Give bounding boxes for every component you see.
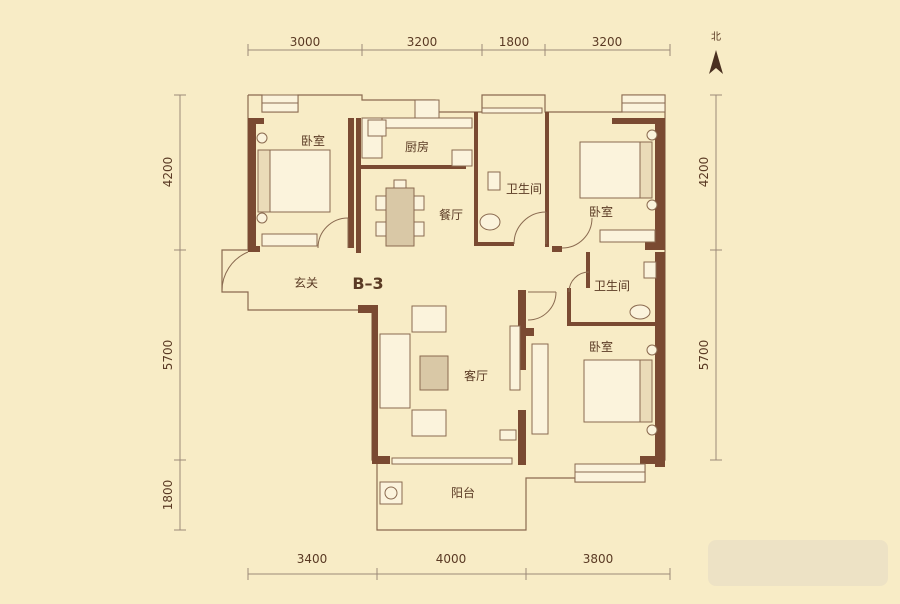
room-bedroom-bottom-right: 卧室	[589, 339, 613, 354]
fridge-icon	[451, 149, 473, 167]
dimension-lines	[174, 44, 722, 580]
room-bedroom-top-left: 卧室	[301, 133, 325, 148]
wardrobe-icon	[599, 229, 656, 243]
dim-left-3: 1800	[161, 480, 175, 511]
window-br	[574, 463, 646, 483]
room-bath-middle: 卫生间	[594, 279, 630, 293]
armchair-icon	[411, 305, 447, 333]
room-balcony: 阳台	[451, 485, 475, 500]
room-entry: 玄关	[294, 275, 318, 290]
north-label: 北	[711, 31, 721, 43]
sofa-icon	[379, 333, 411, 409]
sink-icon	[414, 99, 440, 119]
coffee-table	[419, 355, 449, 391]
walls	[248, 112, 665, 467]
dim-bottom-2: 4000	[436, 552, 467, 566]
doors	[221, 211, 593, 321]
room-bath-top: 卫生间	[506, 182, 542, 196]
dim-bottom-3: 3800	[583, 552, 614, 566]
dimension-labels: 3000 3200 1800 3200 3400 4000 3800 4200 …	[161, 35, 711, 566]
toilet-icon	[487, 171, 501, 191]
room-dining: 餐厅	[439, 207, 463, 222]
windows	[261, 94, 666, 483]
unit-code: B–3	[352, 274, 383, 293]
stove-icon	[367, 119, 387, 137]
furniture	[256, 99, 658, 505]
dim-top-3: 1800	[499, 35, 530, 49]
dim-right-1: 4200	[697, 157, 711, 188]
wardrobe-icon	[531, 343, 549, 435]
dining-table	[385, 187, 415, 247]
room-labels: 卧室 厨房 餐厅 卫生间 卧室 玄关 B–3 卫生间 客厅 卧室 阳台	[294, 133, 630, 500]
dim-bottom-1: 3400	[297, 552, 328, 566]
north-arrow-icon: 北	[709, 31, 723, 74]
dim-left-1: 4200	[161, 157, 175, 188]
room-bedroom-top-right: 卧室	[589, 204, 613, 219]
toilet-icon	[643, 261, 657, 279]
watermark	[708, 540, 888, 586]
dim-top-1: 3000	[290, 35, 321, 49]
dim-left-2: 5700	[161, 340, 175, 371]
dim-top-2: 3200	[407, 35, 438, 49]
tv-cabinet	[509, 325, 521, 391]
basin-icon	[629, 304, 651, 320]
room-living: 客厅	[464, 368, 488, 383]
basin-icon	[479, 213, 501, 231]
window-top-bath	[481, 107, 543, 114]
dim-top-4: 3200	[592, 35, 623, 49]
room-kitchen: 厨房	[405, 139, 429, 154]
wardrobe-icon	[261, 233, 318, 247]
armchair-icon	[411, 409, 447, 437]
window-living	[391, 457, 513, 465]
dim-right-2: 5700	[697, 340, 711, 371]
